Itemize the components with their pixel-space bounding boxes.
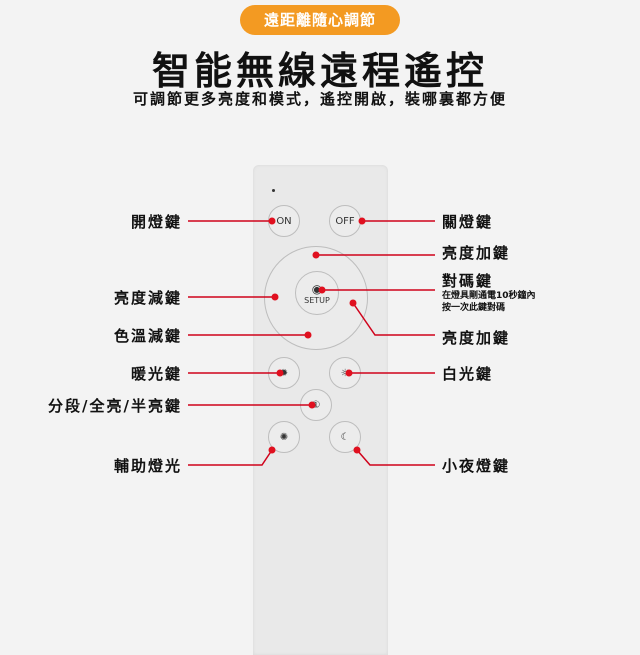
label-bright-up-right: 亮度加鍵 [442,329,511,347]
lamp-icon: ✺ [279,431,289,443]
page-subtitle: 可調節更多亮度和模式，遙控開啟，裝哪裏都方便 [132,90,507,108]
warm-light-button[interactable]: ✹ [268,357,300,389]
label-on: 開燈鍵 [130,213,182,231]
callout-dot [312,251,320,259]
label-warm: 暖光鍵 [130,365,182,383]
callout-dot [268,446,276,454]
callout-line-bright-up-right [352,302,435,336]
callout-dot [349,299,357,307]
setup-button[interactable]: ◉SETUP [295,271,339,315]
sun-outline-icon: ☼ [340,367,350,379]
callout-dot [318,286,326,294]
segment-icon: ① [311,399,321,411]
callout-dot [308,401,316,409]
callout-dot [353,446,361,454]
off-button[interactable]: OFF [329,205,361,237]
callout-dot [276,369,284,377]
remote-control: ON OFF ◉SETUP ✹ ☼ ① ✺ ☾ [253,165,388,655]
callout-line-night [356,449,435,466]
label-color-temp-down: 色溫減鍵 [113,327,182,345]
callout-dot [358,217,366,225]
label-bright-up-top: 亮度加鍵 [442,244,511,262]
sun-filled-icon: ✹ [279,367,289,379]
moon-icon: ☾ [340,431,350,443]
label-aux: 輔助燈光 [113,457,182,475]
label-bright-down: 亮度減鍵 [113,289,182,307]
label-night: 小夜燈鍵 [442,457,511,475]
label-pair: 對碼鍵 [442,272,494,290]
callout-dot [304,331,312,339]
page-title: 智能無線遠程遙控 [151,49,488,93]
callout-lines [188,217,435,466]
callout-dot [268,217,276,225]
callout-dot [271,293,279,301]
indicator-led [272,189,275,192]
pair-note: 在燈具剛通電10秒鐘內按一次此鍵對碼 [442,291,536,313]
callout-dot [345,369,353,377]
callout-line-aux [188,449,273,466]
header-badge: 遠距離隨心調節 [240,5,400,35]
label-segment: 分段/全亮/半亮鍵 [48,397,182,415]
wifi-icon: ◉ [311,281,323,296]
label-off: 關燈鍵 [442,213,494,231]
label-white: 白光鍵 [442,365,494,383]
night-light-button[interactable]: ☾ [329,421,361,453]
